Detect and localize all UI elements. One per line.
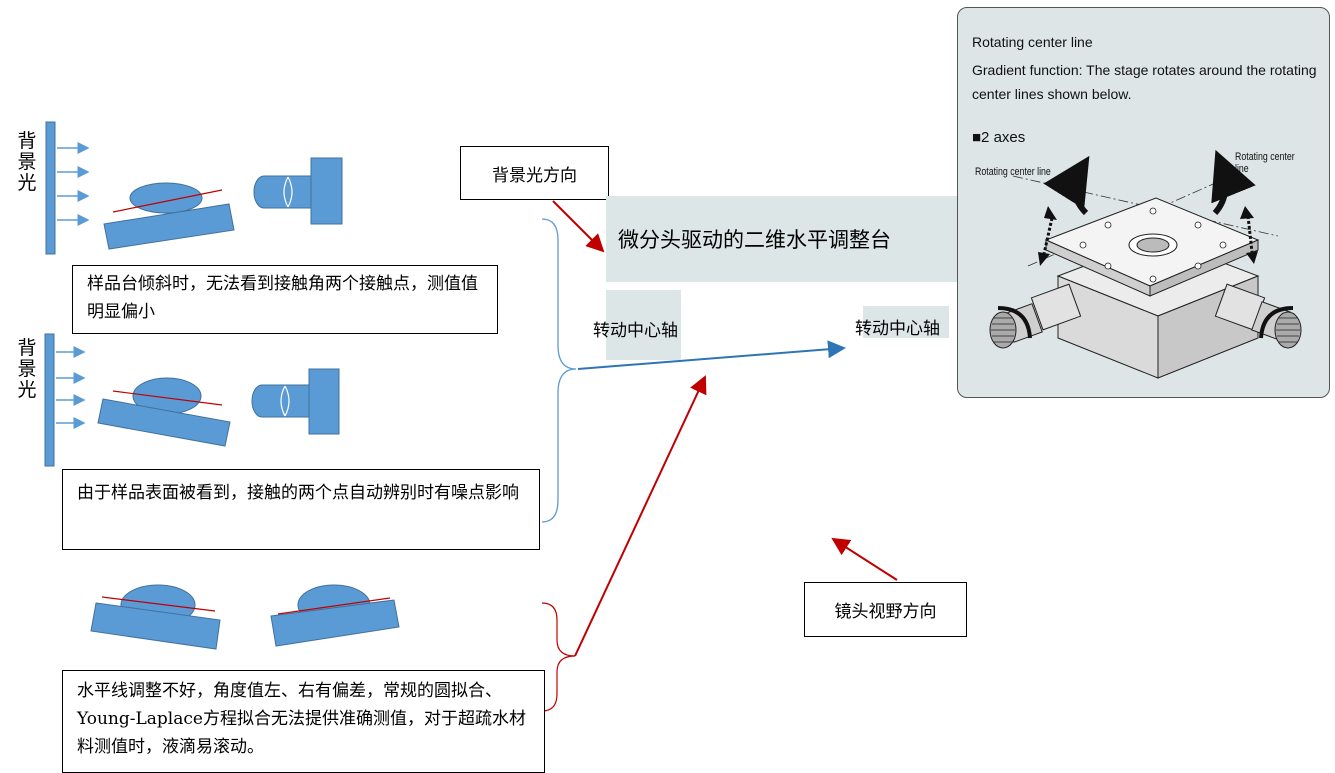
baseline-1	[112, 189, 223, 213]
panel-title: Rotating center line	[972, 34, 1093, 50]
rotation-axis-label-right: 转动中心轴	[855, 319, 940, 339]
backlight-bar-2	[44, 333, 55, 467]
backlight-arrows-2	[56, 346, 86, 429]
blue-brace	[541, 218, 577, 523]
stage-label-box: 微分头驱动的二维水平调整台	[606, 196, 958, 282]
baseline-2	[112, 390, 223, 406]
setup-1	[45, 121, 343, 255]
stage-label: 微分头驱动的二维水平调整台	[618, 228, 891, 252]
rotation-axis-label-left: 转动中心轴	[593, 321, 678, 341]
rotation-axis-bg-right	[863, 306, 949, 338]
backlight-direction-arrow	[552, 200, 605, 253]
rotating-stage-panel: Rotating center line Gradient function: …	[957, 7, 1330, 398]
camera-1	[253, 157, 343, 225]
baseline-3b	[277, 597, 391, 615]
panel-axes-label: ■2 axes	[972, 129, 1026, 146]
level-description-box: 水平线调整不好，角度值左、右有偏差，常规的圆拟合、Young-Laplace方程…	[62, 670, 545, 773]
sample-stage-1	[103, 203, 235, 250]
lens-direction-callout: 镜头视野方向	[804, 582, 967, 637]
backlight-label-1: 背景光	[17, 130, 37, 194]
red-brace	[541, 602, 576, 712]
tilt-description-box: 样品台倾斜时，无法看到接触角两个接触点，测值值明显偏小	[72, 265, 498, 334]
sample-stage-2	[97, 398, 231, 447]
backlight-label-2: 背景光	[17, 337, 37, 401]
lens-direction-arrow	[831, 537, 898, 581]
backlight-bar-1	[45, 121, 56, 255]
level-adjust-arrow	[574, 375, 707, 657]
sample-stage-3a	[90, 602, 221, 650]
backlight-direction-callout: 背景光方向	[460, 146, 609, 200]
rotating-line-label-left: Rotating center line	[975, 166, 1051, 178]
droplet-1	[129, 182, 203, 214]
setup-3	[90, 584, 400, 650]
panel-description: Gradient function: The stage rotates aro…	[972, 62, 1317, 102]
backlight-arrows-1	[57, 142, 90, 226]
rotation-axis-arrow	[577, 340, 846, 370]
baseline-3a	[101, 596, 216, 612]
surface-description-box: 由于样品表面被看到，接触的两个点自动辨别时有噪点影响	[62, 469, 540, 550]
rotation-axis-bg-left	[606, 290, 681, 360]
stage-illustration	[989, 149, 1302, 379]
setup-2	[44, 333, 340, 467]
camera-2	[251, 368, 340, 435]
sample-stage-3b	[270, 599, 400, 647]
